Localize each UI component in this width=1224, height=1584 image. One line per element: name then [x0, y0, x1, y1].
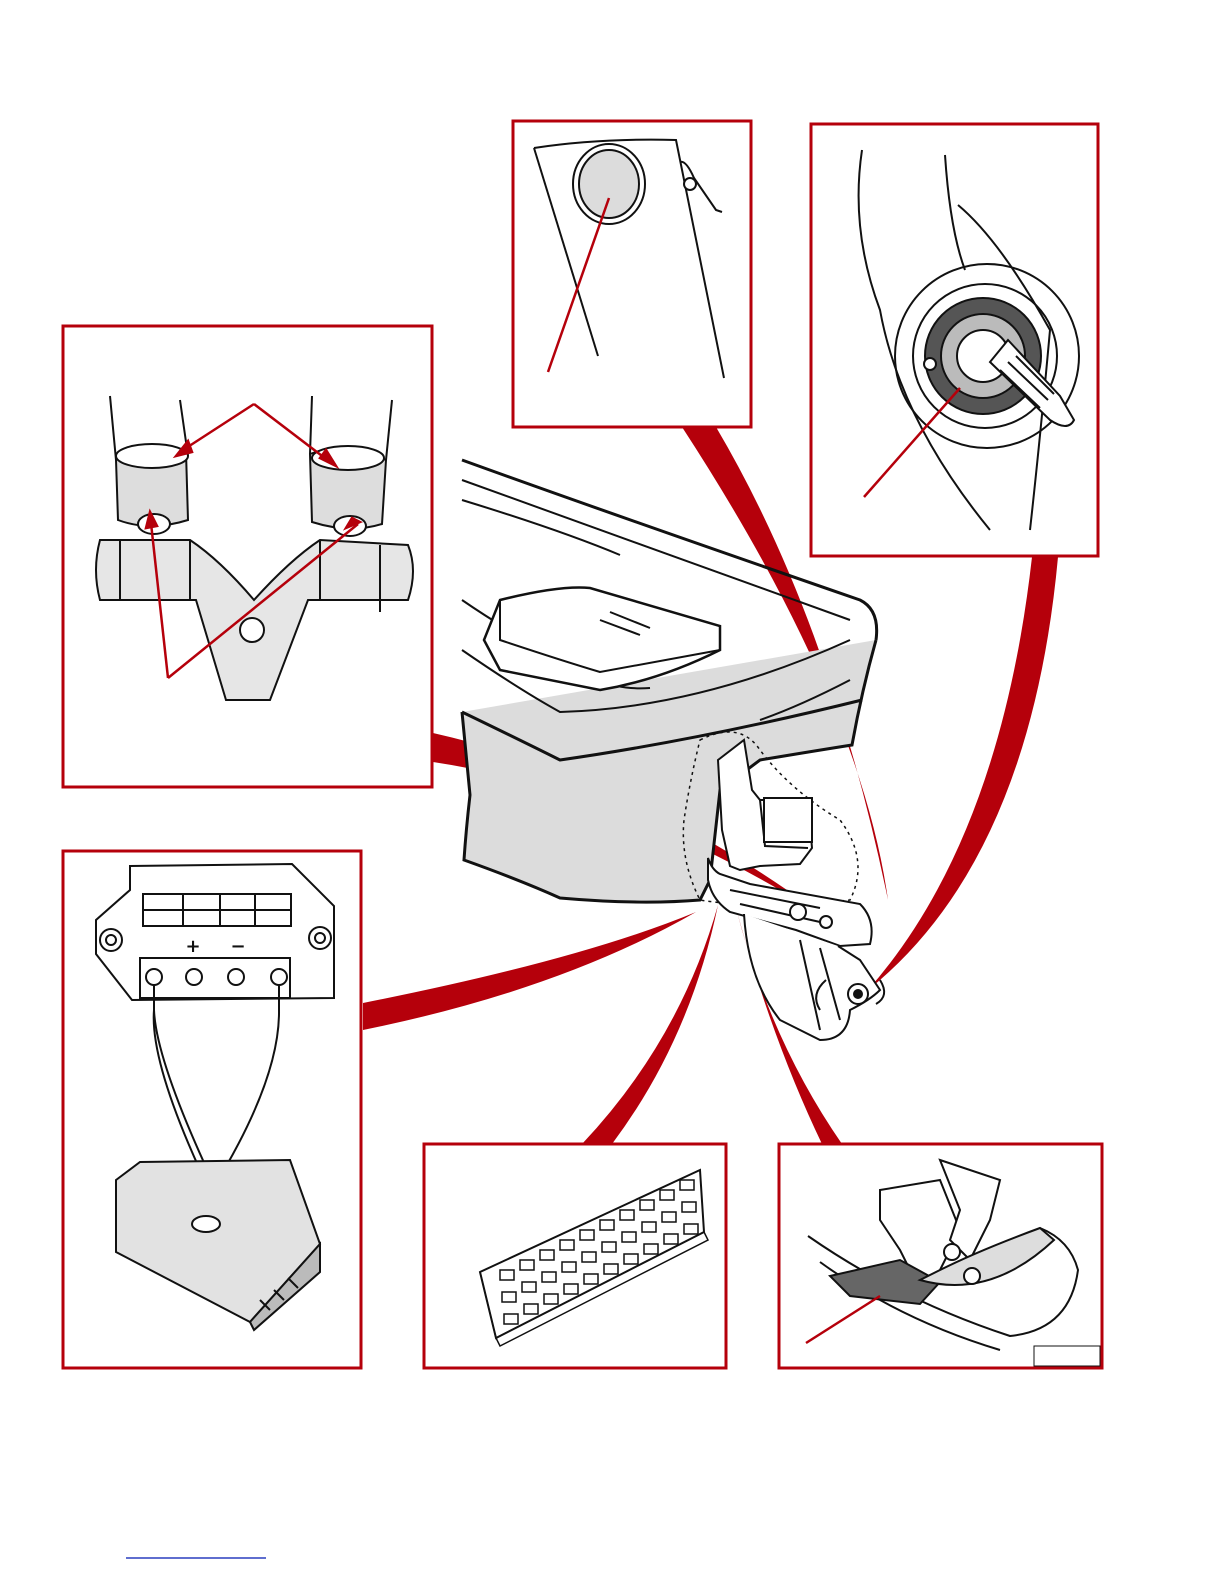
ribbon-bottom-center	[582, 905, 718, 1144]
panel-bottom-left: + −	[63, 851, 361, 1368]
small-box	[1034, 1346, 1100, 1366]
plus-label: +	[185, 936, 200, 957]
panel-top-center	[513, 121, 751, 427]
ribbon-bottom-left	[363, 912, 696, 1030]
minus-label: −	[230, 936, 245, 957]
panel-top-right	[811, 124, 1098, 556]
panel-bottom-right	[779, 1144, 1102, 1368]
panel-left-middle	[63, 326, 432, 787]
panel-bottom-center	[424, 1144, 726, 1368]
ribbon-top-right	[868, 557, 1058, 990]
